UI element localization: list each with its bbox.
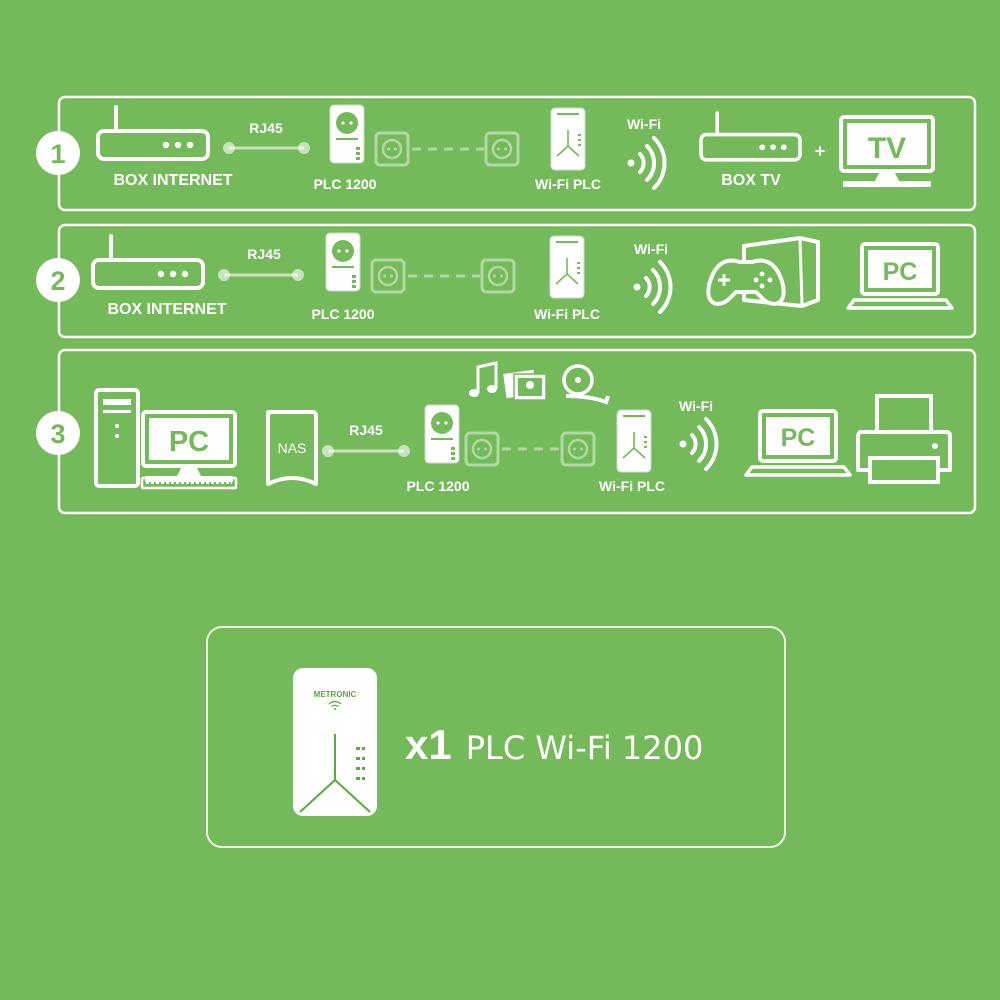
- nas-label: NAS: [278, 440, 307, 456]
- rj45-cable: [322, 445, 410, 457]
- nas-icon: [266, 410, 318, 486]
- wall-socket-icon: [370, 258, 406, 294]
- router-icon: [96, 105, 210, 161]
- media-icons: [469, 361, 610, 405]
- rj45-cable: [223, 142, 310, 154]
- device-wifi-icon: [328, 700, 342, 710]
- plus-sign: +: [815, 141, 826, 161]
- row-number-3: 3: [50, 419, 65, 449]
- wifi-plc-label: Wi-Fi PLC: [534, 306, 600, 322]
- package-contents-panel: [206, 626, 786, 848]
- setup-row-2: 2 BOX INTERNET RJ45 PLC 1200 Wi-Fi PLC W…: [36, 223, 977, 339]
- product-name: PLC Wi-Fi 1200: [465, 729, 704, 767]
- router-icon: [91, 234, 205, 290]
- desktop-tower-icon: [94, 388, 140, 488]
- wifi-label: Wi-Fi: [627, 116, 661, 132]
- wifi-label: Wi-Fi: [634, 241, 668, 257]
- row-badge-3: 3: [36, 411, 80, 455]
- laptop-screen-text: PC: [883, 258, 918, 286]
- setup-row-1: 1 BOX INTERNET RJ45 PLC 1200 Wi-Fi PLC W…: [36, 95, 977, 212]
- row-badge-2: 2: [36, 258, 80, 302]
- printer-icon: [856, 394, 952, 484]
- photos-icon: [501, 368, 547, 401]
- wall-socket-icon: [480, 258, 516, 294]
- game-console-icon: [706, 236, 820, 308]
- wall-socket-icon: [560, 431, 596, 467]
- keyboard-icon: [140, 476, 238, 490]
- wifi-waves-icon: [625, 136, 667, 190]
- setup-row-3: 3 PC NAS RJ45: [36, 348, 977, 515]
- wifi-plc-product-image: METRONIC: [293, 668, 377, 816]
- wall-socket-icon: [484, 131, 520, 167]
- wall-socket-icon: [374, 131, 410, 167]
- plc-label: PLC 1200: [311, 306, 374, 322]
- wifi-waves-icon: [677, 417, 719, 471]
- plc-adapter-icon: [424, 404, 460, 464]
- laptop-screen-text: PC: [781, 424, 816, 452]
- wifi-waves-icon: [631, 260, 673, 314]
- source-label: BOX INTERNET: [113, 172, 232, 189]
- music-note-icon: [469, 361, 498, 397]
- tv-screen-text: TV: [868, 132, 906, 165]
- source-label: BOX INTERNET: [107, 301, 226, 318]
- plc-adapter-icon: [325, 232, 361, 292]
- wifi-plc-label: Wi-Fi PLC: [599, 478, 665, 494]
- plc-adapter-icon: [329, 104, 365, 164]
- plc-label: PLC 1200: [313, 176, 376, 192]
- box-tv-label: BOX TV: [721, 172, 781, 189]
- wifi-plc-icon: [549, 235, 585, 299]
- cable-label: RJ45: [249, 120, 283, 136]
- rj45-cable: [218, 269, 304, 281]
- wifi-label: Wi-Fi: [679, 398, 713, 414]
- cable-label: RJ45: [247, 246, 281, 262]
- product-quantity: x1: [405, 721, 452, 768]
- row-badge-1: 1: [36, 131, 80, 175]
- device-status-leds: [356, 747, 365, 780]
- package-contents-text: x1 PLC Wi-Fi 1200: [405, 718, 703, 775]
- film-reel-icon: [562, 364, 610, 405]
- product-brand-label: METRONIC: [314, 690, 357, 699]
- box-tv-icon: [699, 111, 802, 162]
- row-number-1: 1: [50, 139, 65, 169]
- wifi-plc-label: Wi-Fi PLC: [535, 176, 601, 192]
- wall-socket-icon: [464, 431, 500, 467]
- plc-label: PLC 1200: [406, 478, 469, 494]
- cable-label: RJ45: [349, 422, 383, 438]
- wifi-plc-icon: [550, 107, 586, 171]
- monitor-screen-text: PC: [169, 426, 209, 458]
- row-number-2: 2: [50, 266, 65, 296]
- wifi-plc-icon: [616, 409, 652, 473]
